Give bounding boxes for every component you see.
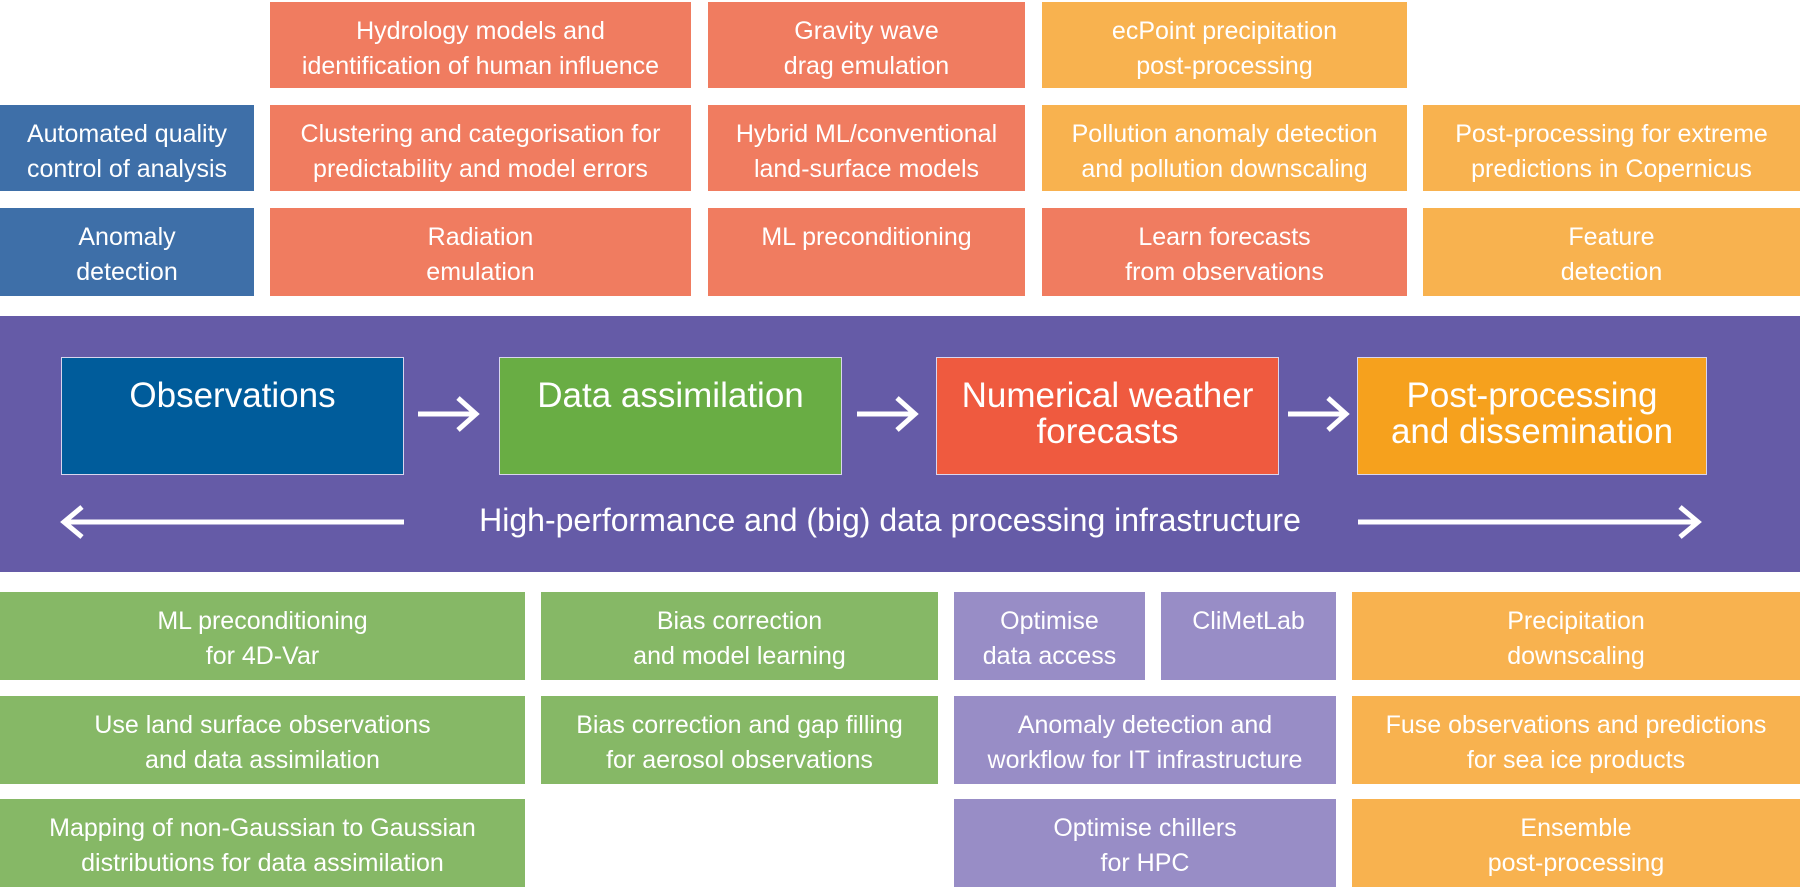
- app-sea-ice-products: Fuse observations and predictions for se…: [1352, 696, 1800, 784]
- app-hybrid-land-surface: Hybrid ML/conventional land-surface mode…: [708, 105, 1025, 191]
- app-hydrology-human-influence: Hydrology models and identification of h…: [270, 2, 691, 88]
- app-ensemble-post-processing: Ensemble post-processing: [1352, 799, 1800, 887]
- flow-arrow-3-icon: [1288, 396, 1350, 432]
- app-ml-preconditioning: ML preconditioning: [708, 208, 1025, 296]
- app-automated-quality-control: Automated quality control of analysis: [0, 105, 254, 191]
- stage-numerical-forecasts: Numerical weather forecasts: [936, 357, 1279, 475]
- infrastructure-label: High-performance and (big) data processi…: [479, 502, 1301, 538]
- infrastructure-arrow-right-icon: [1358, 505, 1702, 539]
- app-gravity-wave-drag: Gravity wave drag emulation: [708, 2, 1025, 88]
- app-learn-forecasts: Learn forecasts from observations: [1042, 208, 1407, 296]
- app-precipitation-downscaling: Precipitation downscaling: [1352, 592, 1800, 680]
- app-aerosol-gap-filling: Bias correction and gap filling for aero…: [541, 696, 938, 784]
- app-bias-correction: Bias correction and model learning: [541, 592, 938, 680]
- stage-post-processing: Post-processing and dissemination: [1357, 357, 1707, 475]
- stage-observations: Observations: [61, 357, 404, 475]
- infrastructure-arrow-left-icon: [60, 505, 404, 539]
- app-optimise-chillers: Optimise chillers for HPC: [954, 799, 1336, 887]
- app-anomaly-detection: Anomaly detection: [0, 208, 254, 296]
- app-clustering-predictability: Clustering and categorisation for predic…: [270, 105, 691, 191]
- app-land-surface-observations: Use land surface observations and data a…: [0, 696, 525, 784]
- app-radiation-emulation: Radiation emulation: [270, 208, 691, 296]
- flow-arrow-2-icon: [857, 396, 919, 432]
- app-non-gaussian-mapping: Mapping of non-Gaussian to Gaussian dist…: [0, 799, 525, 887]
- app-copernicus-extremes: Post-processing for extreme predictions …: [1423, 105, 1800, 191]
- app-ecpoint-precipitation: ecPoint precipitation post-processing: [1042, 2, 1407, 88]
- stage-data-assimilation: Data assimilation: [499, 357, 842, 475]
- app-climetlab: CliMetLab: [1161, 592, 1336, 680]
- app-feature-detection: Feature detection: [1423, 208, 1800, 296]
- app-pollution-anomaly: Pollution anomaly detection and pollutio…: [1042, 105, 1407, 191]
- flow-arrow-1-icon: [418, 396, 480, 432]
- app-ml-preconditioning-4dvar: ML preconditioning for 4D-Var: [0, 592, 525, 680]
- app-optimise-data-access: Optimise data access: [954, 592, 1145, 680]
- app-it-anomaly-workflow: Anomaly detection and workflow for IT in…: [954, 696, 1336, 784]
